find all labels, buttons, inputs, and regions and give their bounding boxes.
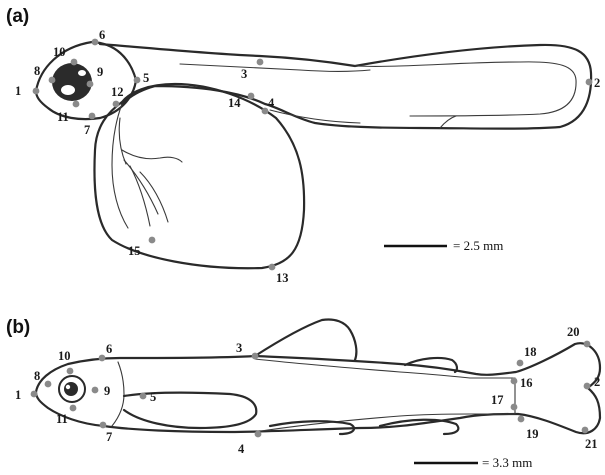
landmark-a-1-label: 1 — [15, 84, 21, 98]
landmark-b-10 — [67, 368, 74, 375]
larva-yolk-sac — [94, 84, 304, 268]
landmark-b-1-label: 1 — [15, 388, 21, 402]
landmark-a-14 — [248, 93, 255, 100]
landmark-b-5 — [140, 393, 147, 400]
landmark-a-12 — [113, 101, 120, 108]
larva-body-outline — [100, 44, 591, 129]
panel-b-label: (b) — [6, 317, 30, 338]
landmark-a-5 — [134, 77, 141, 84]
landmark-b-9-label: 9 — [104, 384, 110, 398]
scale-bar-a-label: = 2.5 mm — [453, 238, 503, 253]
larva-vessel-3 — [140, 172, 168, 222]
larva-eye — [52, 63, 92, 101]
landmark-b-8 — [45, 381, 52, 388]
landmark-a-2 — [586, 79, 593, 86]
landmark-a-7 — [89, 113, 96, 120]
landmark-b-9 — [92, 387, 99, 394]
landmark-b-19 — [518, 416, 525, 423]
landmark-a-15-label: 15 — [128, 244, 141, 258]
landmarks-a: 1 2 3 4 5 6 7 8 9 10 11 12 13 — [15, 28, 600, 285]
landmark-b-11 — [70, 405, 77, 412]
landmark-a-11-label: 11 — [57, 110, 69, 124]
landmark-b-18-label: 18 — [524, 345, 537, 359]
landmark-b-11-label: 11 — [56, 412, 68, 426]
larva-finfold-line — [355, 62, 576, 116]
landmark-a-8-label: 8 — [34, 64, 40, 78]
landmark-b-4 — [255, 431, 262, 438]
panel-a: (a) = 2.5 mm — [6, 6, 600, 285]
larva-drawing — [36, 42, 591, 268]
landmark-b-6-label: 6 — [106, 342, 112, 356]
landmark-a-7-label: 7 — [84, 123, 90, 137]
larva-vessel-2 — [124, 160, 158, 214]
scale-bar-b-label: = 3.3 mm — [482, 455, 532, 470]
landmark-a-5-label: 5 — [143, 71, 149, 85]
landmark-a-8 — [49, 77, 56, 84]
landmark-a-6 — [92, 39, 99, 46]
landmark-b-17 — [511, 404, 518, 411]
landmark-a-3-label: 3 — [241, 67, 247, 81]
landmark-b-4-label: 4 — [238, 442, 245, 456]
landmark-b-7 — [100, 422, 107, 429]
landmark-a-2-label: 2 — [594, 76, 600, 90]
landmark-b-3-label: 3 — [236, 341, 242, 355]
landmark-b-7-label: 7 — [106, 430, 112, 444]
landmark-b-6 — [99, 355, 106, 362]
landmark-b-16-label: 16 — [520, 376, 533, 390]
larva-vessel-1 — [122, 150, 182, 162]
landmark-b-3 — [252, 353, 259, 360]
larva-eye-spot — [78, 70, 86, 76]
landmark-b-2-label: 2 — [594, 375, 600, 389]
landmark-b-21-label: 21 — [585, 437, 598, 451]
landmark-a-12-label: 12 — [111, 85, 124, 99]
landmarks-b: 1 2 3 4 5 6 7 8 9 10 11 16 17 — [15, 325, 600, 456]
landmark-b-5-label: 5 — [150, 390, 156, 404]
landmark-b-21 — [582, 427, 589, 434]
fish-drawing — [36, 319, 600, 434]
landmark-a-13 — [269, 264, 276, 271]
fish-dorsal-fin — [255, 319, 356, 360]
landmark-a-9-label: 9 — [97, 65, 103, 79]
landmark-b-20-label: 20 — [567, 325, 580, 339]
landmark-a-11 — [73, 101, 80, 108]
landmark-b-16 — [511, 378, 518, 385]
larva-vessel-4 — [130, 166, 150, 226]
landmark-a-14-label: 14 — [228, 96, 241, 110]
landmark-a-1 — [33, 88, 40, 95]
larva-vent-line — [440, 116, 456, 128]
landmark-a-10-label: 10 — [53, 45, 66, 59]
fish-eye — [64, 382, 78, 396]
landmark-b-19-label: 19 — [526, 427, 539, 441]
landmark-b-8-label: 8 — [34, 369, 40, 383]
panel-a-label: (a) — [6, 6, 29, 27]
landmark-a-10 — [71, 59, 78, 66]
landmark-a-9 — [87, 81, 94, 88]
landmark-b-17-label: 17 — [491, 393, 504, 407]
larva-eye-highlight — [61, 85, 75, 95]
larva-vessel-5 — [119, 118, 126, 164]
landmark-b-18 — [517, 360, 524, 367]
landmark-a-15 — [149, 237, 156, 244]
larva-notochord-line — [180, 64, 370, 72]
landmark-a-4-label: 4 — [268, 96, 275, 110]
landmark-b-10-label: 10 — [58, 349, 71, 363]
fish-eye-highlight — [66, 385, 70, 389]
landmark-a-13-label: 13 — [276, 271, 289, 285]
landmark-a-3 — [257, 59, 264, 66]
landmark-b-20 — [584, 341, 591, 348]
landmark-b-2 — [584, 383, 591, 390]
panel-b: (b) = — [6, 317, 600, 470]
landmark-b-1 — [31, 391, 38, 398]
landmark-a-6-label: 6 — [99, 28, 105, 42]
fish-operculum-line — [112, 362, 124, 426]
